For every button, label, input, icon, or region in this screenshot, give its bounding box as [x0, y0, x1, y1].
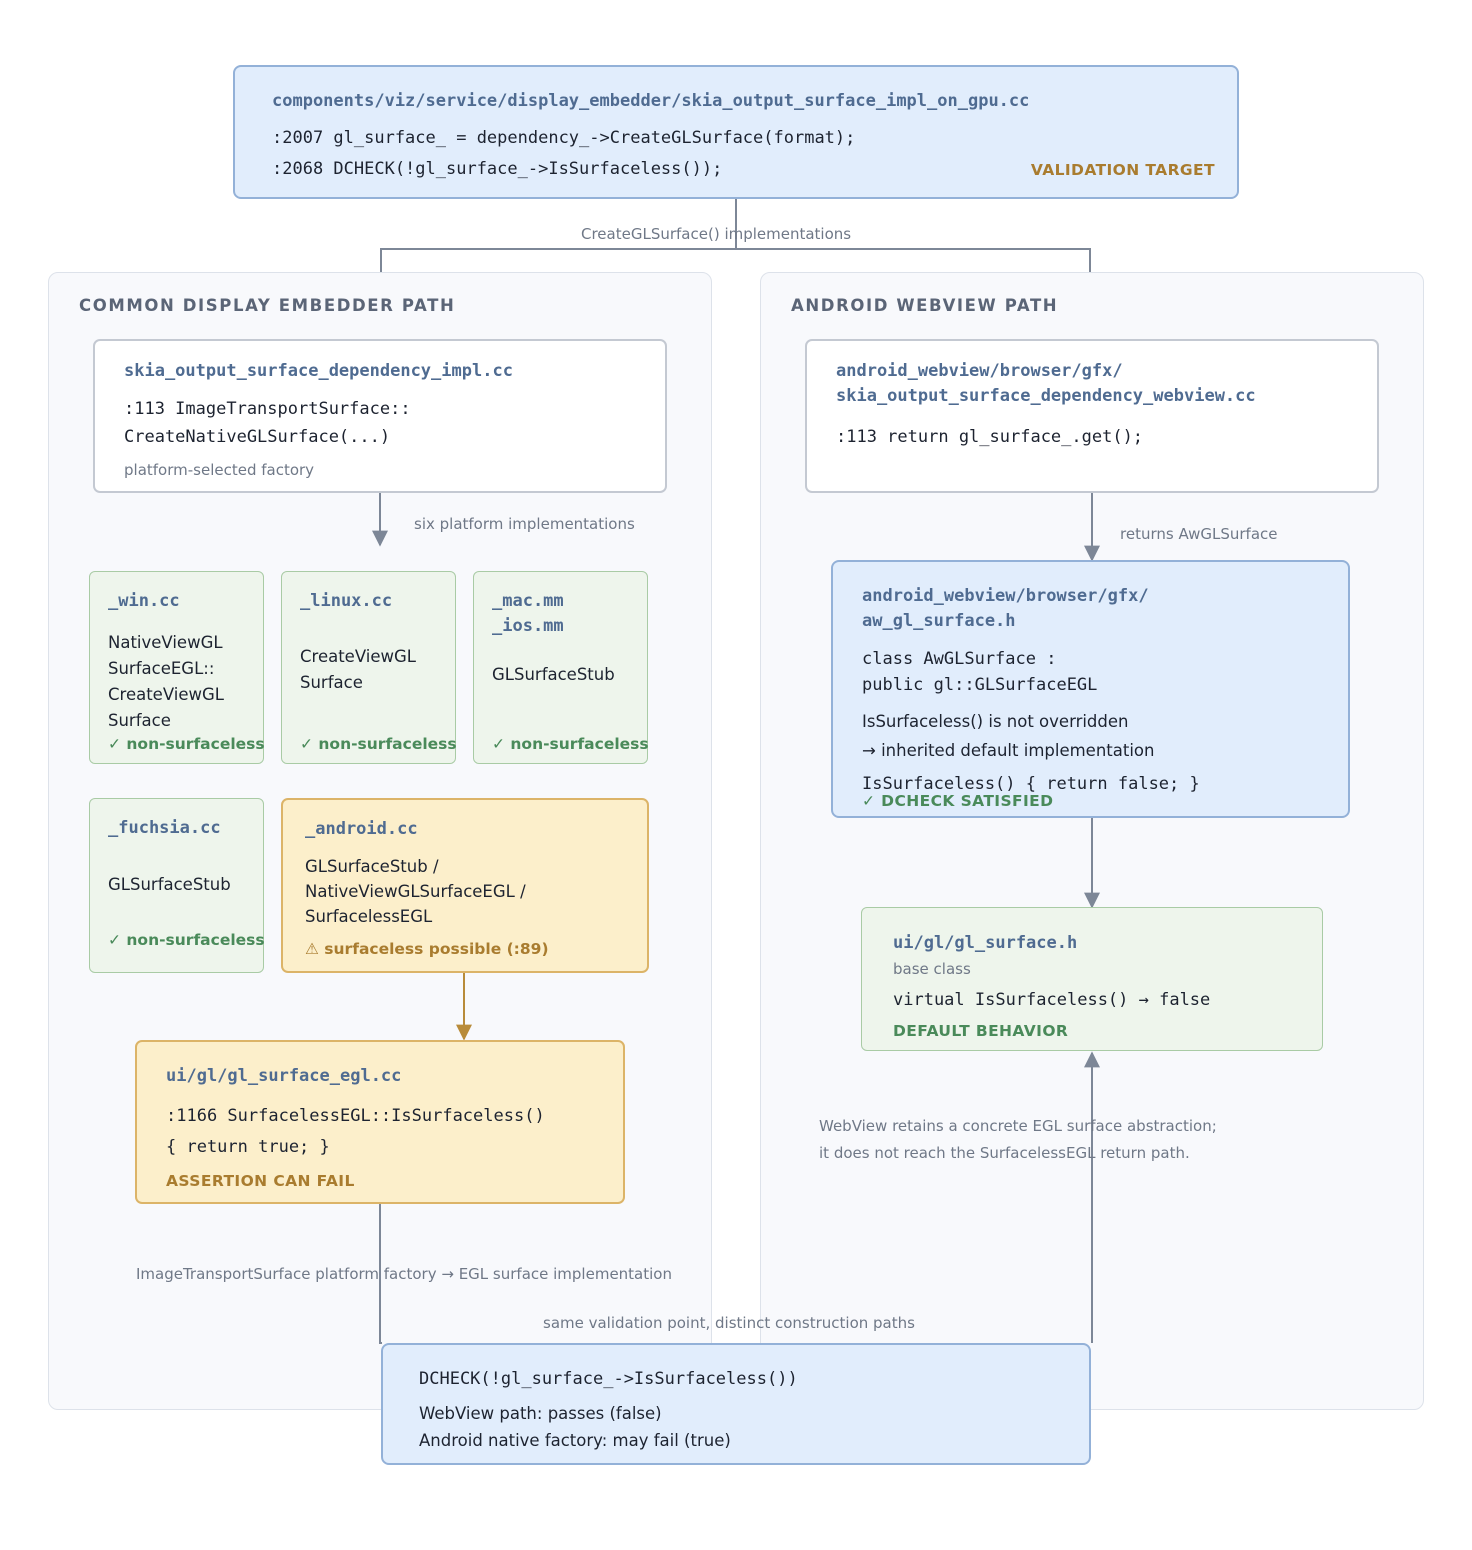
- dependency-impl-note: platform-selected factory: [124, 461, 315, 479]
- platform-mac-file: _mac.mm: [492, 591, 564, 611]
- platform-win-line3: CreateViewGL: [108, 685, 224, 704]
- gl-surface-base-code: virtual IsSurfaceless() → false: [893, 990, 1211, 1010]
- webview-dependency-file1: android_webview/browser/gfx/: [836, 361, 1123, 381]
- aw-gl-surface-code3: IsSurfaceless() { return false; }: [862, 774, 1200, 794]
- default-behavior-tag: DEFAULT BEHAVIOR: [893, 1022, 1069, 1040]
- platform-win-line2: SurfaceEGL::: [108, 659, 215, 678]
- platform-fuchsia-box: _fuchsia.cc GLSurfaceStub ✓ non-surfacel…: [89, 798, 265, 973]
- gl-surface-base-box: ui/gl/gl_surface.h base class virtual Is…: [861, 907, 1323, 1051]
- edge-label-factory-note: ImageTransportSurface platform factory →…: [136, 1265, 672, 1283]
- right-panel-title: ANDROID WEBVIEW PATH: [791, 296, 1059, 315]
- dependency-impl-file: skia_output_surface_dependency_impl.cc: [124, 361, 513, 381]
- platform-fuchsia-status: ✓ non-surfaceless: [108, 931, 265, 949]
- aw-gl-surface-text2: → inherited default implementation: [862, 741, 1155, 760]
- validation-target-tag: VALIDATION TARGET: [1030, 161, 1215, 179]
- platform-android-box: _android.cc GLSurfaceStub / NativeViewGL…: [281, 798, 649, 973]
- webview-note-line2: it does not reach the SurfacelessEGL ret…: [819, 1144, 1190, 1162]
- dcheck-summary-box: DCHECK(!gl_surface_->IsSurfaceless()) We…: [381, 1343, 1091, 1465]
- platform-win-box: _win.cc NativeViewGL SurfaceEGL:: Create…: [89, 571, 265, 764]
- platform-android-line2: NativeViewGLSurfaceEGL /: [305, 882, 526, 901]
- platform-linux-line2: Surface: [300, 673, 363, 692]
- edge-label-same-validation: same validation point, distinct construc…: [543, 1314, 915, 1332]
- dcheck-summary-line2: Android native factory: may fail (true): [419, 1431, 731, 1450]
- dcheck-satisfied-tag: ✓ DCHECK SATISFIED: [862, 792, 1054, 810]
- top-line-2068: :2068 DCHECK(!gl_surface_->IsSurfaceless…: [272, 159, 723, 179]
- gl-surface-egl-file: ui/gl/gl_surface_egl.cc: [166, 1066, 402, 1086]
- dcheck-summary-line1: WebView path: passes (false): [419, 1404, 662, 1423]
- aw-gl-surface-box: android_webview/browser/gfx/ aw_gl_surfa…: [831, 560, 1350, 818]
- gl-surface-base-file: ui/gl/gl_surface.h: [893, 933, 1078, 953]
- aw-gl-surface-code1: class AwGLSurface :: [862, 649, 1057, 669]
- platform-linux-status: ✓ non-surfaceless: [300, 735, 457, 753]
- platform-linux-file: _linux.cc: [300, 591, 393, 611]
- platform-win-line1: NativeViewGL: [108, 633, 223, 652]
- dependency-impl-box: skia_output_surface_dependency_impl.cc :…: [93, 339, 667, 493]
- platform-fuchsia-file: _fuchsia.cc: [108, 818, 221, 838]
- platform-android-line3: SurfacelessEGL: [305, 907, 433, 926]
- gl-surface-egl-box: ui/gl/gl_surface_egl.cc :1166 Surfaceles…: [135, 1040, 625, 1204]
- edge-top-split: [380, 198, 1091, 272]
- left-panel-title: COMMON DISPLAY EMBEDDER PATH: [79, 296, 456, 315]
- platform-win-line4: Surface: [108, 711, 171, 730]
- top-file-name: components/viz/service/display_embedder/…: [272, 91, 1030, 111]
- gl-surface-egl-line2: { return true; }: [166, 1137, 330, 1157]
- platform-fuchsia-line1: GLSurfaceStub: [108, 875, 231, 894]
- dependency-impl-line1: :113 ImageTransportSurface::: [124, 399, 411, 419]
- aw-gl-surface-text1: IsSurfaceless() is not overridden: [862, 712, 1129, 731]
- platform-win-status: ✓ non-surfaceless: [108, 735, 265, 753]
- platform-mac-status: ✓ non-surfaceless: [492, 735, 649, 753]
- platform-linux-line1: CreateViewGL: [300, 647, 416, 666]
- platform-win-file: _win.cc: [108, 591, 180, 611]
- validation-target-box: components/viz/service/display_embedder/…: [233, 65, 1239, 199]
- aw-gl-surface-code2: public gl::GLSurfaceEGL: [862, 675, 1098, 695]
- edge-label-returns-aw: returns AwGLSurface: [1120, 525, 1278, 543]
- platform-mac-line1: GLSurfaceStub: [492, 665, 615, 684]
- webview-dependency-file2: skia_output_surface_dependency_webview.c…: [836, 386, 1256, 406]
- platform-android-status: ⚠ surfaceless possible (:89): [305, 940, 549, 958]
- edge-egl-to-bottom: [379, 1203, 382, 1344]
- aw-gl-surface-file1: android_webview/browser/gfx/: [862, 586, 1149, 606]
- dependency-impl-line2: CreateNativeGLSurface(...): [124, 427, 391, 447]
- platform-android-line1: GLSurfaceStub /: [305, 857, 439, 876]
- webview-note-line1: WebView retains a concrete EGL surface a…: [819, 1117, 1217, 1135]
- edge-label-create-impls: CreateGLSurface() implementations: [581, 225, 852, 243]
- top-line-2007: :2007 gl_surface_ = dependency_->CreateG…: [272, 128, 856, 148]
- webview-dependency-box: android_webview/browser/gfx/ skia_output…: [805, 339, 1379, 493]
- gl-surface-egl-line1: :1166 SurfacelessEGL::IsSurfaceless(): [166, 1106, 545, 1126]
- platform-mac-ios-box: _mac.mm _ios.mm GLSurfaceStub ✓ non-surf…: [473, 571, 649, 764]
- aw-gl-surface-file2: aw_gl_surface.h: [862, 611, 1016, 631]
- platform-linux-box: _linux.cc CreateViewGL Surface ✓ non-sur…: [281, 571, 457, 764]
- edge-label-six-platform: six platform implementations: [414, 515, 635, 533]
- gl-surface-base-note: base class: [893, 960, 971, 978]
- platform-android-file: _android.cc: [305, 819, 418, 839]
- dcheck-summary-code: DCHECK(!gl_surface_->IsSurfaceless()): [419, 1369, 798, 1389]
- assertion-can-fail-tag: ASSERTION CAN FAIL: [166, 1172, 355, 1190]
- platform-ios-file: _ios.mm: [492, 616, 564, 636]
- webview-dependency-line1: :113 return gl_surface_.get();: [836, 427, 1144, 447]
